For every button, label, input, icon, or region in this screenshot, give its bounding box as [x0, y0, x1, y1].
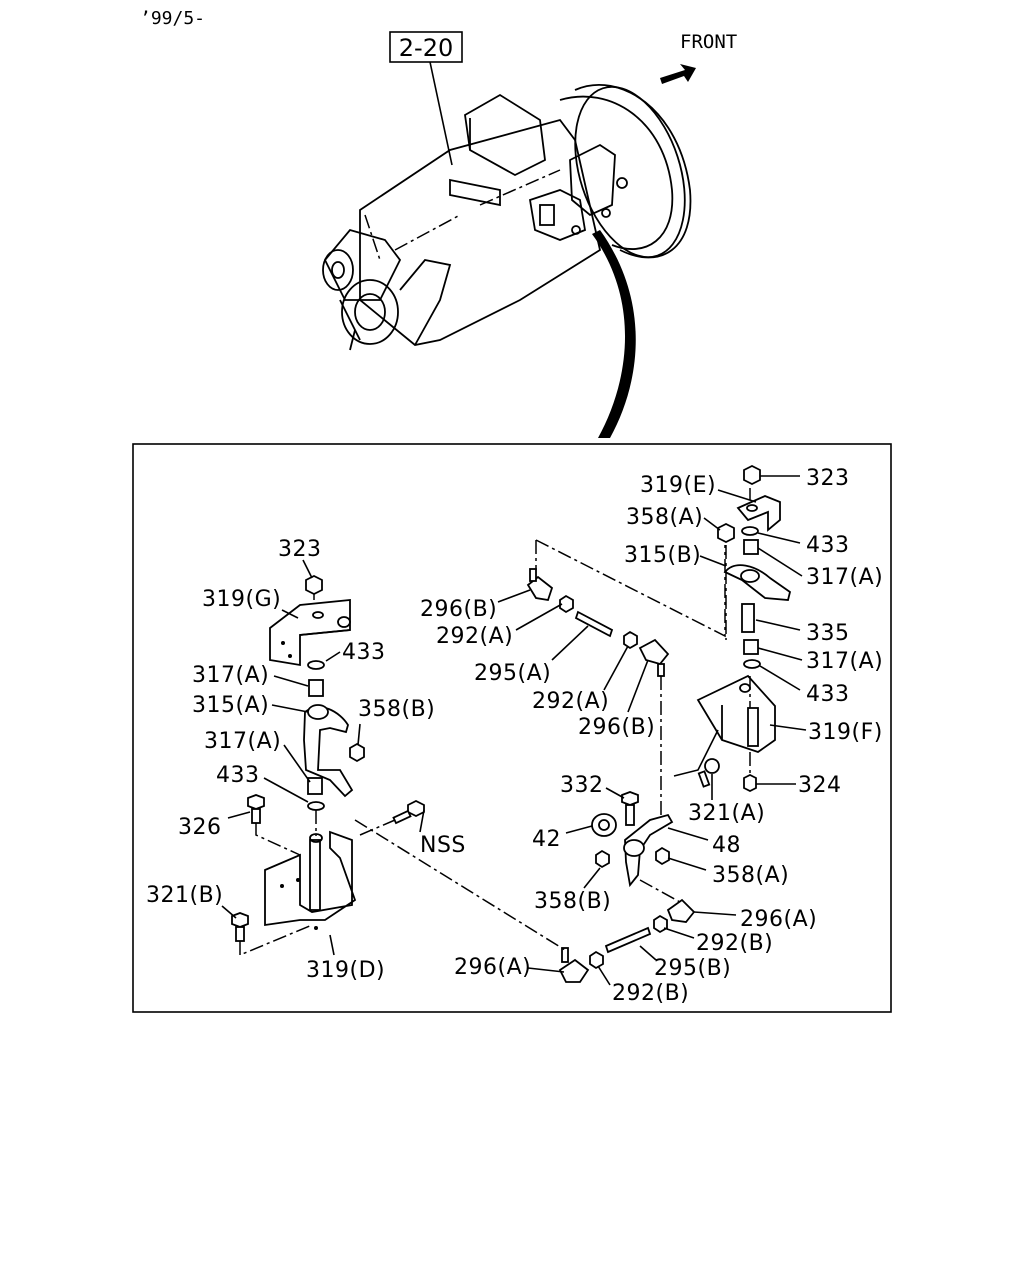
ref-label: 2-20 [399, 34, 453, 62]
front-label: FRONT [680, 31, 737, 53]
ref-leader [429, 61, 453, 166]
label-433-r2: 433 [806, 682, 850, 707]
label-295a: 295(A) [474, 661, 551, 686]
label-358a-mid: 358(A) [712, 863, 789, 888]
transmission-illustration [322, 84, 692, 351]
label-324: 324 [798, 773, 842, 798]
label-319g: 319(G) [202, 587, 281, 612]
label-296a-left: 296(A) [454, 955, 531, 980]
label-315a: 315(A) [192, 693, 269, 718]
label-358a-top: 358(A) [626, 505, 703, 530]
label-292a-1: 292(A) [436, 624, 513, 649]
label-315b: 315(B) [624, 543, 701, 568]
upper-rod-parts [526, 539, 726, 820]
label-295b: 295(B) [654, 956, 731, 981]
label-292b-2: 292(B) [612, 981, 689, 1006]
label-nss: NSS [420, 833, 466, 858]
right-upper-parts [673, 464, 792, 793]
label-296b-1: 296(B) [420, 597, 497, 622]
label-332: 332 [560, 773, 604, 798]
label-323-left: 323 [278, 537, 322, 562]
callout-labels: 323 319(E) 358(A) 433 315(B) 317(A) 335 … [146, 466, 883, 1006]
lower-rod-parts [354, 819, 696, 983]
date-code: ’99/5- [140, 8, 205, 29]
label-42: 42 [532, 827, 561, 852]
label-296b-2: 296(B) [578, 715, 655, 740]
label-317a-l1: 317(A) [192, 663, 269, 688]
label-319f: 319(F) [808, 720, 883, 745]
label-317a-r2: 317(A) [806, 649, 883, 674]
label-319e: 319(E) [640, 473, 716, 498]
label-319d: 319(D) [306, 958, 385, 983]
label-292b-1: 292(B) [696, 931, 773, 956]
front-arrow-icon [660, 64, 696, 84]
label-358b-left: 358(B) [358, 697, 435, 722]
label-321a: 321(A) [688, 801, 765, 826]
label-323-right: 323 [806, 466, 850, 491]
label-433-top: 433 [806, 533, 850, 558]
right-lower-parts [591, 791, 674, 888]
detail-frame [132, 443, 892, 1013]
detail-pointer [592, 230, 636, 438]
label-358b-mid: 358(B) [534, 889, 611, 914]
label-335: 335 [806, 621, 850, 646]
label-326: 326 [178, 815, 222, 840]
label-317a-r1: 317(A) [806, 565, 883, 590]
label-433-l2: 433 [216, 763, 260, 788]
label-296a-right: 296(A) [740, 907, 817, 932]
label-48: 48 [712, 833, 741, 858]
label-433-l1: 433 [342, 640, 386, 665]
label-317a-l2: 317(A) [204, 729, 281, 754]
ref-box[interactable]: 2-20 [389, 31, 463, 63]
leader-lines [221, 475, 807, 986]
left-parts [231, 574, 425, 957]
label-292a-2: 292(A) [532, 689, 609, 714]
label-321b: 321(B) [146, 883, 223, 908]
